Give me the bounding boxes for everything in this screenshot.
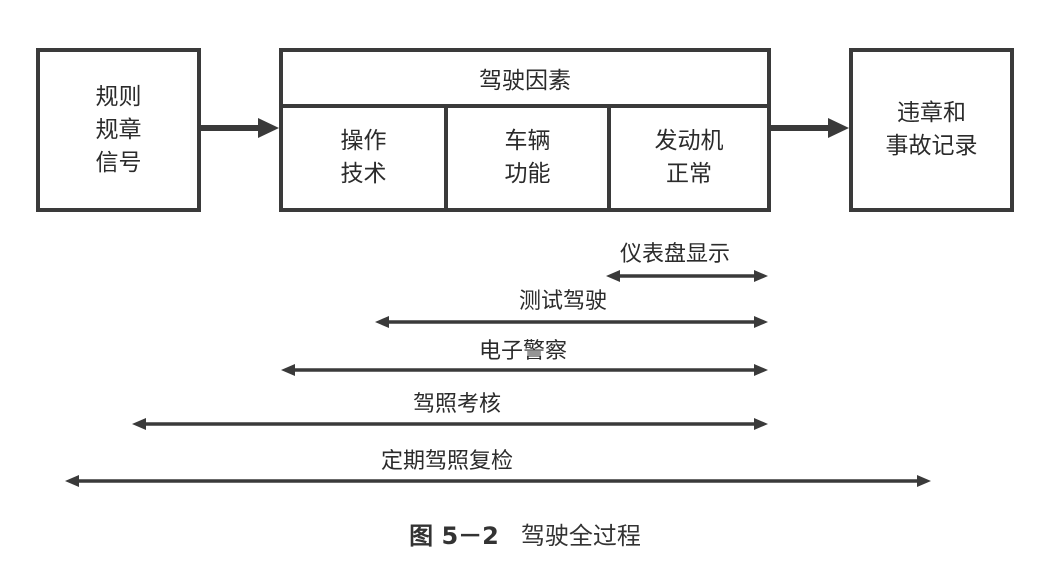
factor-cell-engine: 发动机 正常 <box>611 108 767 208</box>
range-label-license-exam: 驾照考核 <box>413 392 502 417</box>
range-arrow-periodic-recheck <box>65 475 931 487</box>
range-arrow-dashboard <box>606 270 768 282</box>
factor-cell-operation: 操作 技术 <box>283 108 448 208</box>
factor-cell-operation-line-2: 技术 <box>340 161 387 187</box>
factor-cell-vehicle-line-2: 功能 <box>504 161 551 187</box>
figure-number: 图 5－2 <box>409 522 499 550</box>
figure-caption: 图 5－2 驾驶全过程 <box>0 516 1050 551</box>
violation-record-line-1: 违章和 <box>897 100 966 126</box>
rules-line-1: 规则 <box>95 83 142 110</box>
flow-arrow-left-to-center <box>201 118 279 138</box>
flow-arrow-center-to-right <box>771 118 849 138</box>
range-label-e-police: 电子警察 <box>479 339 568 364</box>
factor-cell-vehicle-line-1: 车辆 <box>504 128 551 154</box>
driving-factors-box: 驾驶因素 操作 技术 车辆 功能 发动机 正常 <box>279 48 771 212</box>
violation-record-box: 违章和 事故记录 <box>849 48 1014 212</box>
range-label-dashboard: 仪表盘显示 <box>620 242 731 267</box>
range-label-test-drive: 测试驾驶 <box>519 289 608 314</box>
rules-line-2: 规章 <box>95 116 142 143</box>
factor-cell-engine-line-1: 发动机 <box>654 128 724 154</box>
rules-box: 规则 规章 信号 <box>36 48 201 212</box>
factor-cell-operation-line-1: 操作 <box>340 128 387 154</box>
rules-line-3: 信号 <box>95 149 142 176</box>
factor-cell-engine-line-2: 正常 <box>666 161 712 187</box>
driving-factors-title: 驾驶因素 <box>283 52 767 108</box>
factor-cell-vehicle: 车辆 功能 <box>448 108 611 208</box>
figure-title: 驾驶全过程 <box>520 522 641 550</box>
violation-record-line-2: 事故记录 <box>885 133 978 159</box>
range-arrow-e-police <box>281 364 768 376</box>
range-arrow-license-exam <box>132 418 768 430</box>
range-arrow-test-drive <box>375 316 768 328</box>
range-label-periodic-recheck: 定期驾照复检 <box>381 449 514 474</box>
